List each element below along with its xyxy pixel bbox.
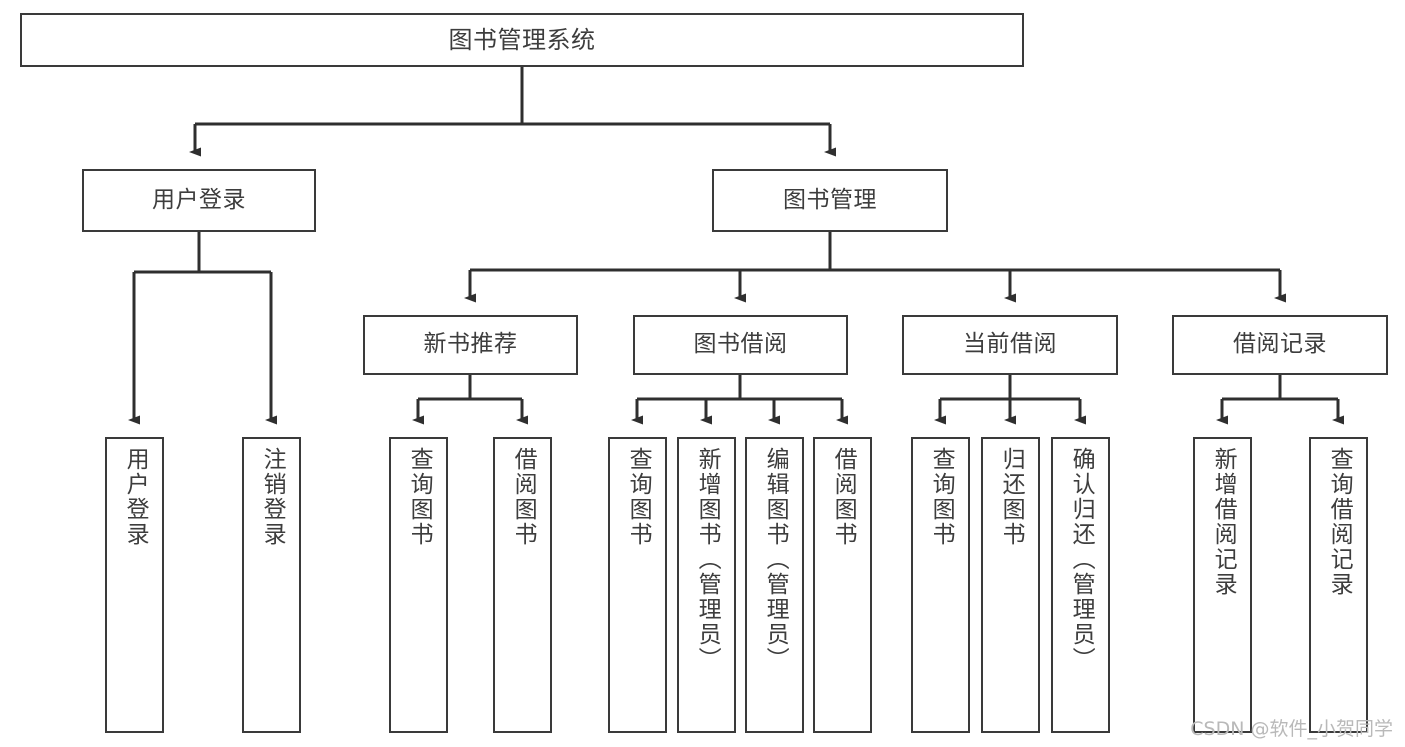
node-leaf-borrow-book-1[interactable]: 借阅图书 xyxy=(493,437,552,733)
node-leaf-query-book-3-label: 查询图书 xyxy=(928,447,955,547)
node-leaf-confirm-return-label: 确认归还（管理员） xyxy=(1068,447,1095,672)
node-leaf-borrow-book-2-label: 借阅图书 xyxy=(830,447,857,547)
node-leaf-add-record[interactable]: 新增借阅记录 xyxy=(1193,437,1252,733)
node-leaf-borrow-book-1-label: 借阅图书 xyxy=(510,447,537,547)
watermark-text: CSDN @软件_小贺同学 xyxy=(1190,718,1393,740)
node-leaf-user-login[interactable]: 用户登录 xyxy=(105,437,164,733)
node-leaf-return-book-label: 归还图书 xyxy=(998,447,1025,547)
node-new-book-recommend-label: 新书推荐 xyxy=(423,331,518,358)
node-book-borrow[interactable]: 图书借阅 xyxy=(633,315,848,375)
node-leaf-logout-login[interactable]: 注销登录 xyxy=(242,437,301,733)
node-current-borrow-label: 当前借阅 xyxy=(963,331,1057,358)
node-leaf-user-login-label: 用户登录 xyxy=(122,447,149,547)
node-leaf-edit-book[interactable]: 编辑图书（管理员） xyxy=(745,437,804,733)
node-book-manage[interactable]: 图书管理 xyxy=(712,169,948,232)
node-leaf-query-book-2-label: 查询图书 xyxy=(625,447,652,547)
node-leaf-return-book[interactable]: 归还图书 xyxy=(981,437,1040,733)
node-book-manage-label: 图书管理 xyxy=(783,186,877,213)
node-leaf-query-book-2[interactable]: 查询图书 xyxy=(608,437,667,733)
node-book-borrow-label: 图书借阅 xyxy=(693,331,788,358)
node-user-login[interactable]: 用户登录 xyxy=(82,169,316,232)
node-leaf-confirm-return[interactable]: 确认归还（管理员） xyxy=(1051,437,1110,733)
node-leaf-add-book[interactable]: 新增图书（管理员） xyxy=(677,437,736,733)
node-leaf-logout-login-label: 注销登录 xyxy=(259,447,286,547)
node-leaf-query-book-3[interactable]: 查询图书 xyxy=(911,437,970,733)
node-root-label: 图书管理系统 xyxy=(448,25,596,54)
node-leaf-query-book-1[interactable]: 查询图书 xyxy=(389,437,448,733)
node-leaf-edit-book-label: 编辑图书（管理员） xyxy=(762,447,789,672)
node-borrow-record[interactable]: 借阅记录 xyxy=(1172,315,1388,375)
node-leaf-query-book-1-label: 查询图书 xyxy=(406,447,433,547)
node-leaf-query-record-label: 查询借阅记录 xyxy=(1326,447,1353,597)
node-new-book-recommend[interactable]: 新书推荐 xyxy=(363,315,578,375)
node-root[interactable]: 图书管理系统 xyxy=(20,13,1024,67)
node-current-borrow[interactable]: 当前借阅 xyxy=(902,315,1118,375)
node-leaf-borrow-book-2[interactable]: 借阅图书 xyxy=(813,437,872,733)
node-leaf-add-book-label: 新增图书（管理员） xyxy=(694,447,721,672)
node-leaf-query-record[interactable]: 查询借阅记录 xyxy=(1309,437,1368,733)
node-leaf-add-record-label: 新增借阅记录 xyxy=(1210,447,1237,597)
node-borrow-record-label: 借阅记录 xyxy=(1233,331,1327,358)
node-user-login-label: 用户登录 xyxy=(152,186,246,213)
